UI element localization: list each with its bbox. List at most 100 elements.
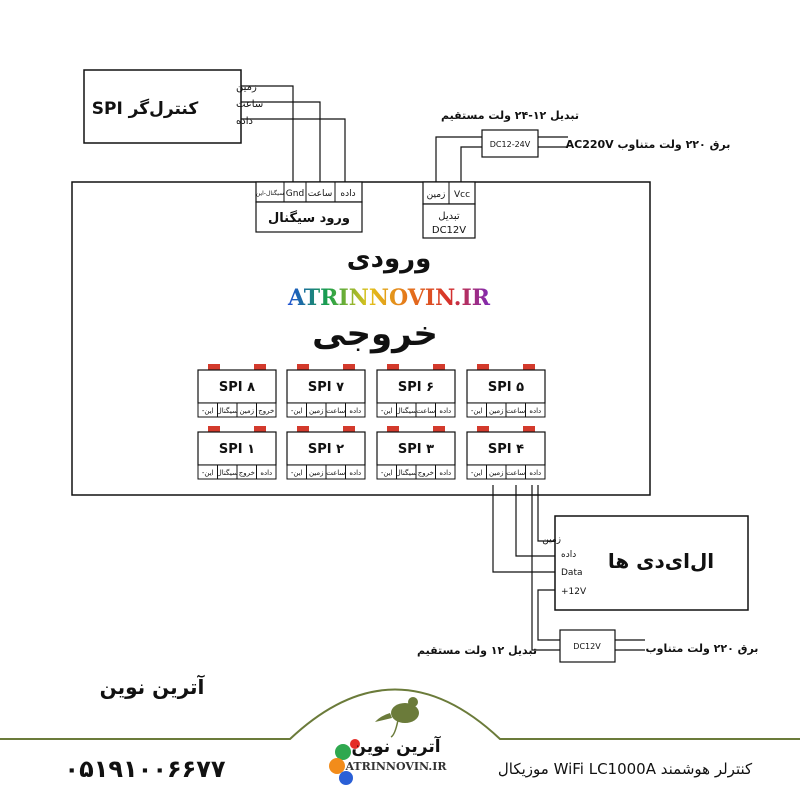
spi-port-pin-label: زمین [309, 407, 324, 415]
spi-port-pin-label: سیگنال [217, 406, 238, 415]
spi-port-pin-label: -این [471, 469, 483, 477]
spi-port-cap [477, 364, 489, 370]
footer-product-title: کنترلر هوشمند WiFi LC1000A موزیکال [498, 760, 753, 778]
spi-port-label: SPI ۷ [308, 380, 344, 395]
spi-port-body [197, 431, 277, 466]
spi-controller-title: کنترل‌گر SPI [92, 98, 199, 119]
colorful-leaves-icon [329, 739, 360, 785]
spi-port-label: SPI ۲ [308, 442, 344, 457]
footer-border [0, 688, 800, 740]
dc12v-block-value: DC12V [432, 225, 466, 236]
spi-port-pin-label: ساعت [326, 469, 345, 477]
controller-wires [241, 85, 346, 182]
spi-port-pin-label: داده [439, 469, 451, 477]
spi-port-cap [523, 426, 535, 432]
spi-port-pin-label: ساعت [506, 407, 525, 415]
spi-port-pin-label: -این [471, 407, 483, 415]
signal-input-label: ورود سیگنال [268, 210, 350, 226]
top-power-section: تبدیل ۱۲-۲۴ ولت مستقیم DC12-24V برق ۲۲۰ … [422, 109, 731, 239]
input-label: ورودی [347, 244, 431, 274]
brand-logo: آترین نوین ATRINNOVIN.IR [329, 697, 447, 785]
spi-port-cap [254, 364, 266, 370]
spi-port-label: SPI ۴ [488, 442, 524, 457]
dc12v-pin-vcc: Vcc [454, 190, 470, 200]
spi-port-body [286, 431, 366, 466]
spi-port-cap [343, 364, 355, 370]
output-label: خروجی [312, 314, 438, 354]
spi-controller-box: کنترل‌گر SPI زمین ساعت داده [83, 69, 263, 144]
spi-port-cap [208, 364, 220, 370]
quail-bird-icon [375, 697, 419, 738]
dc12v-pin-ground: زمین [427, 190, 446, 200]
spi-port-cap [297, 364, 309, 370]
spi-port-pin-label: -این [381, 469, 393, 477]
footer: ۰۵۱۹۱۰۰۶۶۷۷ کنترلر هوشمند WiFi LC1000A م… [0, 688, 800, 800]
spi-port-cap [387, 426, 399, 432]
top-converter-box [481, 129, 539, 158]
signal-pin-signal-in: سیگنال-این [256, 189, 284, 197]
spi-port-pin-label: زمین [489, 407, 504, 415]
top-converter-box-label: DC12-24V [490, 140, 531, 149]
spi-port-body [376, 369, 456, 404]
led-pin-data-fa: داده [561, 550, 576, 560]
signal-pin-clock: ساعت [308, 189, 333, 199]
logo-fa-text: آترین نوین [351, 735, 441, 757]
spi-port-label: SPI ۱ [219, 442, 255, 457]
signal-pin-data: داده [340, 189, 355, 199]
controller-pin-ground: زمین [236, 82, 257, 93]
spi-port-cap [297, 426, 309, 432]
spi-port-pin-label: خروج [239, 469, 255, 477]
controller-pin-clock: ساعت [236, 99, 263, 110]
watermark-text: ATRINNOVIN.IR [287, 285, 491, 311]
spi-port-body [376, 431, 456, 466]
spi-port-cap [477, 426, 489, 432]
signal-pin-gnd: Gnd [286, 189, 304, 199]
spi-port-pin-label: ساعت [506, 469, 525, 477]
spi-port-label: SPI ۶ [398, 380, 434, 395]
dc12v-block [422, 203, 476, 239]
spi-port-pin-label: زمین [309, 469, 324, 477]
spi-port-pin-label: زمین [239, 407, 254, 415]
spi-port-cap [387, 364, 399, 370]
spi-port-label: SPI ۵ [488, 380, 524, 395]
spi-port-pin-label: داده [529, 407, 541, 415]
signal-input-connector: سیگنال-این Gnd ساعت داده ورود سیگنال [255, 181, 363, 233]
top-ac-caption: برق ۲۲۰ ولت متناوب AC220V [566, 138, 731, 151]
spi-port-pin-label: خروج [258, 407, 274, 415]
spi-port-cap [433, 426, 445, 432]
spi-port-pin-label: داده [529, 469, 541, 477]
controller-pin-data: داده [236, 116, 253, 127]
brand-name-text: آترین نوین [100, 674, 206, 699]
spi-port-pin-label: زمین [489, 469, 504, 477]
spi-port-pin-label: ساعت [416, 407, 435, 415]
logo-url-text: ATRINNOVIN.IR [344, 760, 447, 773]
led-wires [492, 485, 560, 651]
bottom-converter-caption: تبدیل ۱۲ ولت مستقیم [417, 644, 537, 657]
spi-port-cap [523, 364, 535, 370]
spi-port-pin-label: ساعت [326, 407, 345, 415]
top-converter-caption: تبدیل ۱۲-۲۴ ولت مستقیم [441, 109, 579, 122]
spi-port-pin-label: سیگنال [396, 468, 417, 477]
spi-port-cap [254, 426, 266, 432]
spi-port-pin-label: سیگنال [217, 468, 238, 477]
spi-port-pin-label: -این [202, 469, 214, 477]
footer-phone: ۰۵۱۹۱۰۰۶۶۷۷ [64, 755, 225, 783]
led-pin-12v: +12V [561, 587, 587, 597]
spi-port-pin-label: سیگنال [396, 406, 417, 415]
spi-port-label: SPI ۳ [398, 442, 434, 457]
spi-port-pin-label: داده [260, 469, 272, 477]
led-box: ال‌ای‌دی ها زمین داده Data +12V [542, 515, 749, 611]
bottom-converter-box-label: DC12V [573, 642, 601, 651]
spi-port-cap [208, 426, 220, 432]
bottom-ac-caption: برق ۲۲۰ ولت متناوب [646, 642, 759, 655]
spi-port-pin-label: -این [202, 407, 214, 415]
spi-port-body [466, 431, 546, 466]
